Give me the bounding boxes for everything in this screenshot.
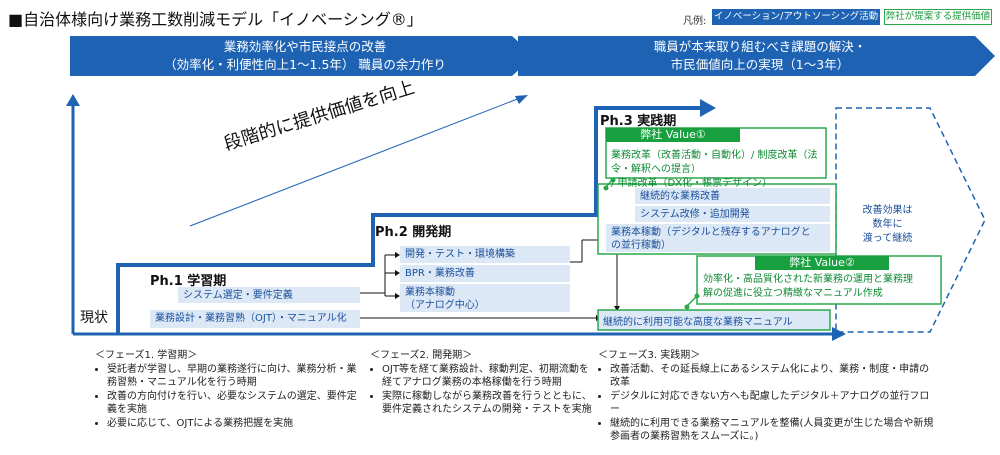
legend-label: 凡例:: [683, 16, 707, 27]
ph2-title: Ph.2 開発期: [375, 225, 452, 240]
phase3-item: 改善活動、その延長線上にあるシステム化により、業務・制度・申請の改革: [610, 363, 938, 389]
continuation-line1: 改善効果は: [862, 205, 913, 216]
phase3-description: ＜フェーズ3. 実践期＞ 改善活動、その延長線上にあるシステム化により、業務・制…: [598, 349, 938, 444]
ph1-title: Ph.1 学習期: [150, 274, 227, 289]
banner-left-arrow: [70, 36, 534, 76]
continuation-text: 改善効果は 数年に 渡って継続: [850, 204, 925, 246]
phase1-item: 改善の方向付けを行い、必要なシステムの選定、要件定義を実施: [107, 390, 360, 416]
phase1-item: 必要に応じて、OJTによる業務把握を実施: [107, 417, 360, 430]
ph1-box-system-selection: システム選定・要件定義: [178, 287, 360, 303]
diagonal-arrow: [189, 97, 521, 227]
continuation-line2: 数年に: [872, 219, 903, 230]
ph3-box-operation-line2: の並行稼動）: [611, 240, 671, 251]
value1-text-line2: / 申請改革（DX化・帳票デザイン）: [611, 178, 773, 189]
banner-right-text: 職員が本来取り組むべき課題の解決・ 市民価値向上の実現（1〜3年）: [570, 38, 950, 74]
banner-right-line2: 市民価値向上の実現（1〜3年）: [670, 57, 850, 72]
ph2-box-bpr: BPR・業務改善: [400, 265, 570, 282]
ph3-box-operation-line1: 業務本稼動（デジタルと残存するアナログと: [611, 227, 811, 238]
banner-left-line2: （効率化・利便性向上1〜1.5年） 職員の余力作り: [164, 57, 446, 72]
manual-box: [597, 309, 831, 331]
phase2-item: 実際に稼動しながら業務改善を行うとともに、要件定義されたシステムの開発・テストを…: [382, 390, 592, 416]
staircase-line: [116, 106, 700, 333]
continuation-line3: 渡って継続: [862, 233, 913, 244]
value2-text-line1: 効率化・高品質化された新業務の運用と業務理: [703, 274, 913, 285]
banner-left-text: 業務効率化や市民接点の改善 （効率化・利便性向上1〜1.5年） 職員の余力作り: [130, 38, 480, 74]
banner-right-arrow: [518, 36, 995, 76]
banner-left-line1: 業務効率化や市民接点の改善: [223, 39, 387, 54]
y-axis-arrowhead: [66, 94, 80, 106]
phase2-item: OJT等を経て業務設計、稼動判定、初期流動を経てアナログ業務の本格稼働を行う時期: [382, 363, 592, 389]
phase3-item: 継続的に利用できる業務マニュアルを整備(人員変更が生じた場合や新規参画者の業務習…: [610, 417, 938, 443]
baseline-label: 現状: [80, 310, 108, 326]
value2-text-line2: 解の促進に役立つ精緻なマニュアル作成: [703, 288, 883, 299]
ph3-title: Ph.3 実践期: [600, 114, 677, 129]
phase1-item: 受託者が学習し、早期の業務遂行に向け、業務分析・業務習熟・マニュアル化を行う時期: [107, 363, 360, 389]
phase1-description: ＜フェーズ1. 学習期＞ 受託者が学習し、早期の業務遂行に向け、業務分析・業務習…: [95, 349, 360, 431]
ph2-box-operation: 業務本稼動 （アナログ中心）: [400, 284, 570, 312]
ph2-box-operation-line1: 業務本稼動: [405, 287, 455, 298]
ph3-box-operation: 業務本稼動（デジタルと残存するアナログと の並行稼動）: [606, 224, 830, 252]
value1-header: 弊社 Value①: [606, 128, 740, 142]
value2-text: 効率化・高品質化された新業務の運用と業務理 解の促進に役立つ精緻なマニュアル作成: [703, 273, 939, 301]
legend-green: 弊社が提案する提供価値: [884, 9, 992, 25]
staircase-arrowhead: [700, 99, 716, 117]
ph2-box-operation-line2: （アナログ中心）: [405, 300, 485, 311]
manual-text: 継続的に利用可能な高度な業務マニュアル: [603, 317, 793, 328]
phase3-item: デジタルに対応できない方へも配慮したデジタル＋アナログの並行フロー: [610, 390, 938, 416]
ph1-box-business-design: 業務設計・業務習熟（OJT）・マニュアル化: [150, 310, 360, 328]
page-title: ■自治体様向け業務工数削減モデル「イノベーシング®」: [8, 10, 423, 29]
x-axis-arrowhead: [832, 327, 846, 341]
phase3-header: ＜フェーズ3. 実践期＞: [598, 350, 701, 361]
ph2-box-development: 開発・テスト・環境構築: [400, 246, 570, 263]
ph3-box-system-modification: システム改修・追加開発: [635, 206, 830, 222]
phase2-header: ＜フェーズ2. 開発期＞: [370, 350, 473, 361]
phase1-header: ＜フェーズ1. 学習期＞: [95, 350, 198, 361]
ph3-box-continuous-improvement: 継続的な業務改善: [635, 188, 830, 204]
banner-right-line1: 職員が本来取り組むべき課題の解決・: [653, 39, 867, 54]
phase2-description: ＜フェーズ2. 開発期＞ OJT等を経て業務設計、稼動判定、初期流動を経てアナロ…: [370, 349, 592, 417]
value1-text-line1: 業務改革（改善活動・自動化）/ 制度改革（法令・解釈への提言）: [611, 150, 818, 175]
value2-header: 弊社 Value②: [755, 256, 889, 270]
legend-blue: イノベーション/アウトソーシング活動: [712, 9, 880, 25]
value1-text: 業務改革（改善活動・自動化）/ 制度改革（法令・解釈への提言） / 申請改革（D…: [611, 149, 825, 191]
